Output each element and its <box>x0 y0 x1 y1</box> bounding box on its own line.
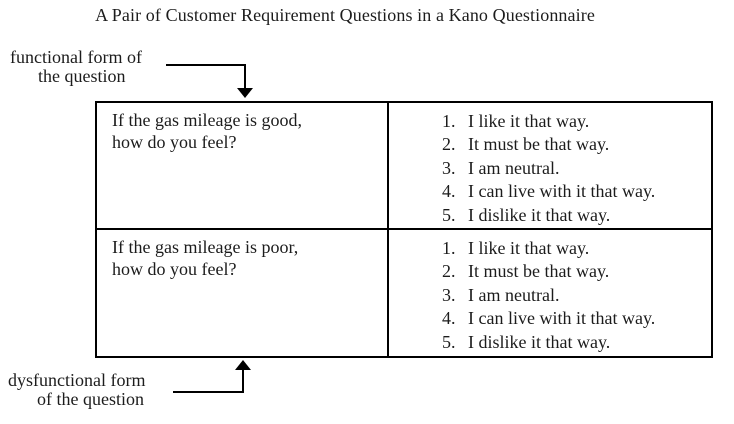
option-number: 1. <box>442 238 456 258</box>
option-text: I can live with it that way. <box>468 308 656 329</box>
dysfunctional-arrow-horizontal-line <box>173 391 244 393</box>
functional-answers-cell: 1. I like it that way. 2. It must be tha… <box>389 103 711 230</box>
answer-option: 4. I can live with it that way. <box>442 180 707 203</box>
option-number: 4. <box>442 308 456 329</box>
dysfunctional-question-cell: If the gas mileage is poor, how do you f… <box>97 230 389 356</box>
option-text: I like it that way. <box>468 111 590 131</box>
option-number: 2. <box>442 134 456 155</box>
kano-question-table: If the gas mileage is good, how do you f… <box>95 101 713 358</box>
dysfunctional-form-label-line2: of the question <box>37 389 144 409</box>
option-text: I am neutral. <box>468 284 560 305</box>
functional-form-label-line1: functional form of <box>10 47 142 67</box>
question-line: how do you feel? <box>112 259 237 279</box>
answer-option: 1. I like it that way. <box>442 110 707 133</box>
answer-option: 5. I dislike it that way. <box>442 331 707 354</box>
answer-option: 4. I can live with it that way. <box>442 307 707 330</box>
option-number: 2. <box>442 261 456 282</box>
option-number: 1. <box>442 111 456 131</box>
option-text: I dislike it that way. <box>468 331 611 352</box>
option-number: 3. <box>442 284 456 305</box>
option-number: 4. <box>442 181 456 202</box>
option-number: 3. <box>442 157 456 178</box>
option-text: I like it that way. <box>468 238 590 258</box>
answer-option: 1. I like it that way. <box>442 237 707 260</box>
functional-form-label-line2: the question <box>38 66 126 86</box>
dysfunctional-arrow-vertical-line <box>242 368 244 393</box>
answer-option: 2. It must be that way. <box>442 260 707 283</box>
answer-option: 5. I dislike it that way. <box>442 204 707 227</box>
option-text: It must be that way. <box>468 134 610 155</box>
figure-title: A Pair of Customer Requirement Questions… <box>95 5 595 25</box>
answer-option: 3. I am neutral. <box>442 157 707 180</box>
answer-option: 2. It must be that way. <box>442 133 707 156</box>
functional-form-label: functional form of the question <box>10 48 142 86</box>
down-arrowhead-icon <box>237 88 253 98</box>
dysfunctional-answers-cell: 1. I like it that way. 2. It must be tha… <box>389 230 711 356</box>
question-line: If the gas mileage is good, <box>112 110 302 130</box>
functional-arrow-horizontal-line <box>166 64 246 66</box>
option-text: It must be that way. <box>468 261 610 282</box>
option-text: I dislike it that way. <box>468 204 611 225</box>
option-text: I can live with it that way. <box>468 181 656 202</box>
dysfunctional-form-label-line1: dysfunctional form <box>8 370 146 390</box>
option-text: I am neutral. <box>468 157 560 178</box>
option-number: 5. <box>442 331 456 352</box>
functional-arrow-vertical-line <box>244 64 246 90</box>
dysfunctional-form-label: dysfunctional form of the question <box>8 371 145 409</box>
functional-question-cell: If the gas mileage is good, how do you f… <box>97 103 389 230</box>
question-line: how do you feel? <box>112 132 237 152</box>
question-line: If the gas mileage is poor, <box>112 237 299 257</box>
option-number: 5. <box>442 204 456 225</box>
answer-option: 3. I am neutral. <box>442 284 707 307</box>
up-arrowhead-icon <box>235 360 251 370</box>
